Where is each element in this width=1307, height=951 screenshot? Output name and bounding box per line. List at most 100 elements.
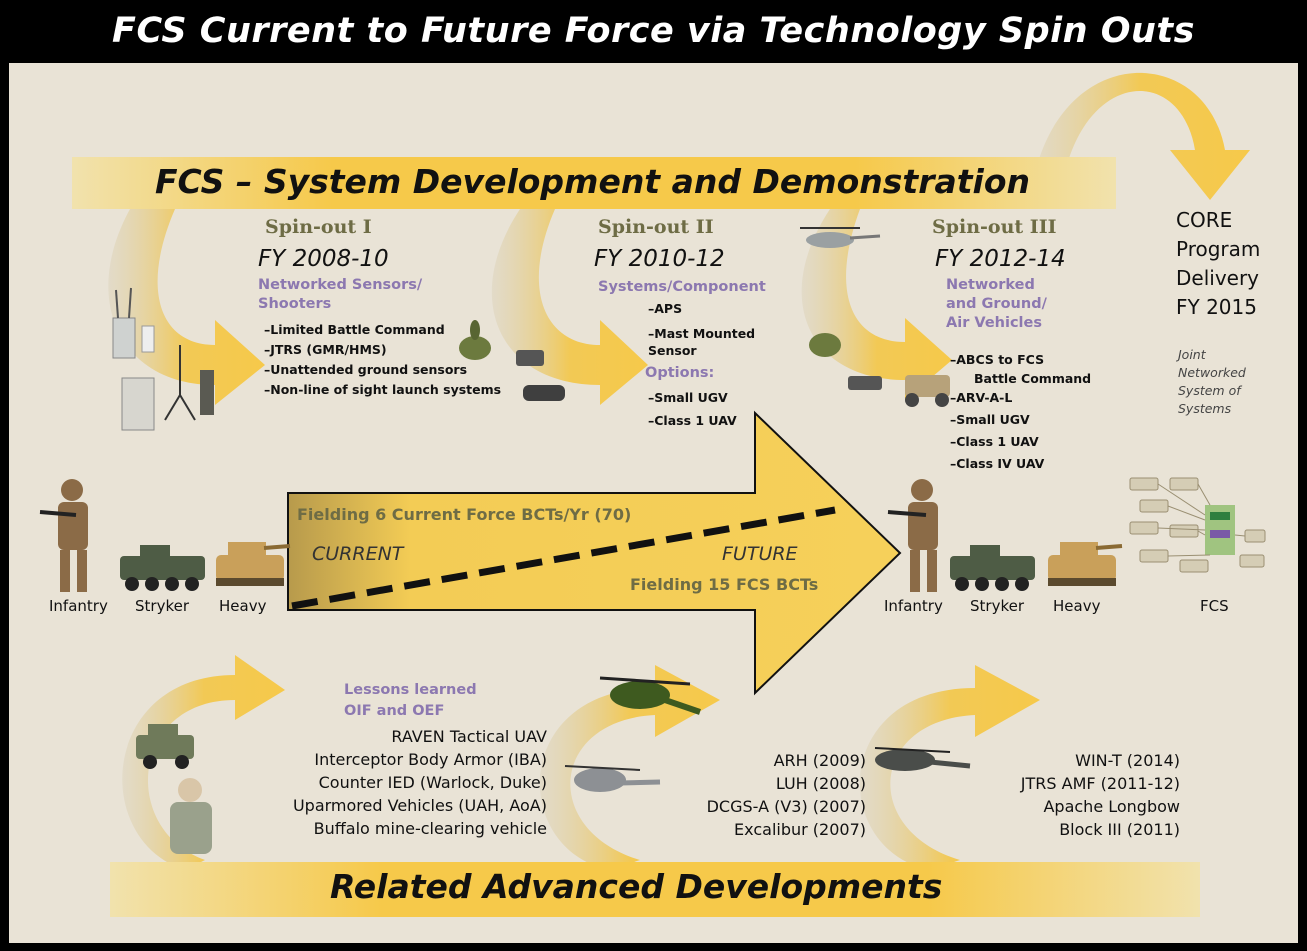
- spinout-3-item: –Small UGV: [950, 412, 1030, 427]
- spinout-3-item: –Class IV UAV: [950, 456, 1045, 471]
- stryker-vehicle-icon: [120, 545, 205, 591]
- page-title: FCS Current to Future Force via Technolo…: [112, 11, 1195, 51]
- unattended-sensor-icon: [112, 287, 214, 431]
- spinout-3-items: –ABCS to FCS Battle Command –ARV-A-L –Sm…: [950, 350, 1091, 473]
- future-stryker-label: Stryker: [970, 597, 1024, 615]
- related-item: RAVEN Tactical UAV: [391, 727, 547, 746]
- fielding-fcs-label: Fielding 15 FCS BCTs: [630, 575, 819, 594]
- spinout-1-items: –Limited Battle Command –JTRS (GMR/HMS) …: [264, 320, 501, 400]
- spinout-3-item: –ABCS to FCS: [950, 352, 1045, 367]
- spinout-2-years: FY 2010-12: [594, 246, 725, 272]
- spinout-2-item: Sensor: [648, 343, 697, 358]
- spinout-2-focus: Systems/Component: [598, 279, 766, 295]
- spinout-1-item: –Non-line of sight launch systems: [264, 382, 502, 397]
- spinout-1-item: –Limited Battle Command: [264, 322, 445, 337]
- spinout-2-options-label: Options:: [645, 365, 715, 381]
- spinout-1-years: FY 2008-10: [258, 246, 389, 272]
- related-group-1: RAVEN Tactical UAV Interceptor Body Armo…: [293, 725, 547, 840]
- related-arc-3: [859, 665, 1040, 870]
- related-item: DCGS-A (V3) (2007): [706, 797, 866, 816]
- related-item: Block III (2011): [1059, 820, 1180, 839]
- spinout-3-focus-line: and Ground/: [946, 296, 1047, 312]
- future-stryker-icon: [950, 545, 1035, 591]
- core-delivery-line: Delivery: [1176, 266, 1260, 290]
- spinout-2-option: –Small UGV: [648, 390, 728, 405]
- related-item: Counter IED (Warlock, Duke): [318, 773, 547, 792]
- related-item: WIN-T (2014): [1075, 751, 1180, 770]
- core-delivery-line: FY 2015: [1176, 295, 1257, 319]
- current-infantry-label: Infantry: [49, 597, 108, 615]
- related-group-3: WIN-T (2014) JTRS AMF (2011-12) Apache L…: [1021, 749, 1180, 841]
- future-heavy-label: Heavy: [1053, 597, 1101, 615]
- spinout-2-item: –APS: [648, 301, 683, 316]
- spinout-3-item: –Class 1 UAV: [950, 434, 1039, 449]
- core-delivery-line: Program: [1176, 237, 1261, 261]
- related-item: Apache Longbow: [1043, 797, 1180, 816]
- core-subtitle-line: System of: [1178, 383, 1241, 398]
- spinout-1-item: –JTRS (GMR/HMS): [264, 342, 387, 357]
- future-heavy-icon: [1048, 542, 1123, 586]
- core-delivery-line: CORE: [1176, 208, 1233, 232]
- fcs-system-of-systems-icon: [1129, 477, 1266, 573]
- arv-vehicle-icon: [809, 333, 950, 407]
- spinout-3-name: Spin-out III: [932, 216, 1057, 238]
- related-item: Buffalo mine-clearing vehicle: [313, 819, 547, 838]
- spinout-2-item: –Mast Mounted: [648, 326, 756, 341]
- related-group-2: ARH (2009) LUH (2008) DCGS-A (V3) (2007)…: [707, 749, 866, 841]
- lessons-learned-line: Lessons learned: [344, 682, 477, 698]
- lessons-learned-label: Lessons learned OIF and OEF: [344, 680, 477, 722]
- small-ugv-icon: [459, 320, 565, 401]
- heavy-tank-icon: [216, 542, 291, 586]
- fcs-label: FCS: [1200, 597, 1229, 615]
- related-item: LUH (2008): [775, 774, 866, 793]
- sdd-banner-bar: [72, 157, 1116, 209]
- trend-dashed-line: [291, 506, 836, 610]
- spinout-1-item: –Unattended ground sensors: [264, 362, 468, 377]
- core-subtitle-line: Networked: [1178, 365, 1246, 380]
- current-stryker-label: Stryker: [135, 597, 189, 615]
- spinout-2-option: –Class 1 UAV: [648, 413, 737, 428]
- core-subtitle-line: Joint: [1178, 347, 1206, 362]
- core-delivery-subtitle: Joint Networked System of Systems: [1178, 346, 1246, 418]
- spinout-1-focus-line: Shooters: [258, 296, 332, 312]
- spinout-1-arc: [108, 209, 265, 405]
- fielding-current-label: Fielding 6 Current Force BCTs/Yr (70): [297, 505, 632, 524]
- spinout-3-focus: Networked and Ground/ Air Vehicles: [946, 276, 1047, 333]
- related-arc-1: [122, 655, 286, 870]
- future-infantry-icon: [887, 479, 938, 592]
- related-item: Uparmored Vehicles (UAH, AoA): [292, 796, 547, 815]
- core-delivery: CORE Program Delivery FY 2015: [1176, 206, 1260, 322]
- related-item: Interceptor Body Armor (IBA): [314, 750, 547, 769]
- apache-helicopter-icon: [874, 747, 971, 771]
- current-heavy-label: Heavy: [219, 597, 267, 615]
- spinout-2-arc: [491, 209, 648, 405]
- spinout-3-years: FY 2012-14: [935, 246, 1066, 272]
- class-iv-uav-icon: [800, 227, 881, 248]
- infantry-soldier-icon: [39, 479, 88, 592]
- spinout-3-focus-line: Networked: [946, 277, 1035, 293]
- spinout-2-name: Spin-out II: [598, 216, 714, 238]
- spinout-1-name: Spin-out I: [265, 216, 372, 238]
- spinout-3-arc: [801, 209, 952, 400]
- soldier-body-armor-icon: [170, 778, 212, 854]
- spinout-3-item: –ARV-A-L: [950, 390, 1013, 405]
- rad-banner-bar: [110, 862, 1200, 917]
- spinout-2-items: –APS –Mast Mounted Sensor: [648, 300, 755, 359]
- future-label: FUTURE: [722, 543, 798, 565]
- spinout-3-item: Battle Command: [974, 371, 1092, 386]
- related-item: JTRS AMF (2011-12): [1020, 774, 1180, 793]
- luh-helicopter-icon: [564, 765, 661, 792]
- future-infantry-label: Infantry: [884, 597, 943, 615]
- related-item: ARH (2009): [773, 751, 866, 770]
- current-label: CURRENT: [312, 543, 404, 565]
- arh-helicopter-icon: [599, 676, 701, 715]
- spinout-2-options: –Small UGV –Class 1 UAV: [648, 386, 737, 432]
- core-loop-arrow: [1030, 72, 1250, 200]
- lessons-learned-line: OIF and OEF: [344, 703, 445, 719]
- related-arc-2: [539, 665, 720, 870]
- humvee-icon: [136, 724, 194, 769]
- spinout-1-focus: Networked Sensors/ Shooters: [258, 276, 422, 314]
- spinout-3-focus-line: Air Vehicles: [946, 315, 1042, 331]
- related-item: Excalibur (2007): [734, 820, 866, 839]
- sdd-banner-title: FCS – System Development and Demonstrati…: [155, 162, 1030, 201]
